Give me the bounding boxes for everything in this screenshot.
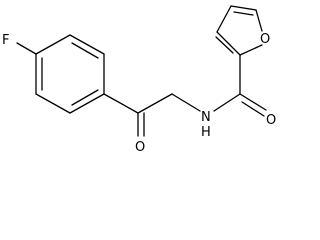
- bond-amide-co-2: [241, 101, 265, 117]
- atom-nitrogen: N: [201, 110, 211, 125]
- bond-furan-c3-c4: [216, 5, 232, 33]
- bond-furan-c4-c5: [230, 5, 257, 11]
- bond-n-to-amide-c: [213, 93, 241, 112]
- structure-diagram: F O N H O O: [2, 5, 276, 155]
- bond-ring-6: [35, 34, 71, 55]
- bond-ketone-to-ch2: [137, 93, 173, 114]
- bond-ring-double-b: [71, 89, 99, 106]
- furan-ring: [215, 5, 263, 56]
- bond-ring-1: [69, 34, 105, 55]
- atom-nitrogen-hydrogen: H: [201, 125, 211, 140]
- bond-ring-double-a: [71, 42, 99, 59]
- fluorophenyl-ring: [35, 34, 105, 114]
- bond-c-f: [16, 42, 37, 55]
- molecule-canvas: F O N H O O: [2, 5, 277, 155]
- bond-furan-c2-c3-double: [215, 36, 234, 54]
- bond-furan-c2-c3: [216, 31, 241, 56]
- atom-ketone-oxygen: O: [135, 140, 145, 155]
- bond-amide-co-1: [239, 93, 267, 111]
- bond-furan-c5-o: [255, 9, 263, 32]
- bond-ch2-to-n: [171, 93, 201, 112]
- bond-furan-c4-c5-double: [233, 11, 254, 16]
- atom-fluorine: F: [2, 33, 9, 48]
- bond-ring-4: [35, 93, 71, 114]
- atom-furan-oxygen: O: [260, 32, 270, 47]
- bond-ring-to-ketone: [103, 93, 139, 114]
- bond-furan-o-c2: [239, 44, 263, 56]
- atom-amide-oxygen: O: [266, 113, 276, 128]
- bond-ring-3: [69, 93, 105, 114]
